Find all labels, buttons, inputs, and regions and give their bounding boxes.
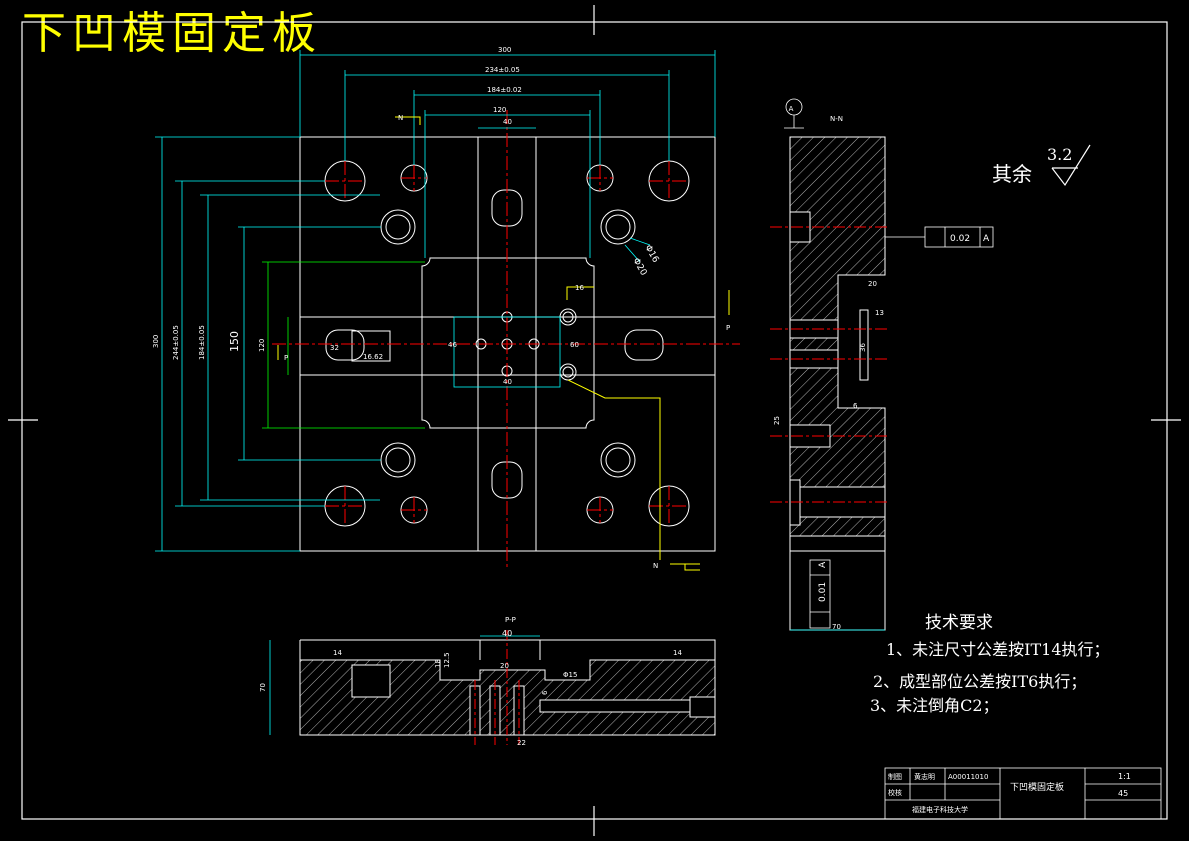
tech-heading: 技术要求 [925,613,993,633]
sheet-border [8,5,1181,836]
section-p-left: P [284,354,288,362]
section-pp-label: P-P [505,616,516,624]
dim-184: 184±0.02 [487,86,522,94]
roughness-symbol-icon [1051,144,1091,187]
dim-left-b: 184±0.05 [198,325,206,360]
parallel-value: 0.01 [818,582,828,602]
dim-bottom-18: 18 [434,659,442,668]
dim-bottom-40: 40 [502,629,512,638]
parallel-ref: A [818,561,828,568]
section-n-bottom: N [653,562,658,570]
plan-view: 300 234±0.05 184±0.02 120 40 300 244±0.0… [152,46,740,571]
tech-item-3: 3、未注倒角C2； [870,696,999,715]
dim-phi16: Φ16 [642,244,660,265]
dim-16: 16 [575,284,584,292]
dim-150: 150 [228,331,241,352]
tech-item-1: 1、未注尺寸公差按IT14执行； [886,640,1110,659]
tb-drawn-name: 黄志明 [914,772,935,781]
section-p-right: P [726,324,730,332]
dim-16-62: 16.62 [363,353,383,361]
dim-left-300: 300 [152,335,160,348]
dim-left-a: 244±0.05 [172,325,180,360]
dim-46: 46 [448,341,457,349]
dim-234: 234±0.05 [485,66,520,74]
section-n-top: N [398,114,403,122]
dim-side-25: 25 [773,416,781,425]
dim-side-6: 6 [853,402,858,410]
side-section-view: A N-N 0.02 A 0.01 A 70 20 13 36 6 25 [770,98,994,631]
dim-70: 70 [832,623,841,631]
tb-scale: 1:1 [1118,772,1131,781]
tb-check-label: 校核 [888,788,902,797]
tb-drawn-label: 制图 [888,772,902,781]
dim-side-13: 13 [875,309,884,317]
bottom-section-view: P-P 40 70 14 14 12.5 18 20 22 Φ15 6 [259,616,716,747]
dim-phi20: Φ20 [630,257,648,278]
flatness-ref: A [983,234,990,244]
dim-bottom-70: 70 [259,683,267,692]
roughness-value: 3.2 [1047,145,1072,164]
dim-bottom-12-5: 12.5 [443,652,451,668]
dim-side-36: 36 [859,343,867,352]
dim-300: 300 [498,46,511,54]
surface-roughness-note: 其余 3.2 [992,144,1091,187]
dim-120: 120 [493,106,506,114]
drawing-title: 下凹模固定板 [22,8,322,59]
tb-material: 45 [1118,789,1128,798]
flatness-value: 0.02 [950,234,970,244]
dim-bottom-14b: 14 [673,649,682,657]
dim-side-20: 20 [868,280,877,288]
dim-bottom-20: 20 [500,662,509,670]
tb-student-no: A00011010 [948,773,988,781]
dim-bottom-6: 6 [541,690,549,695]
tb-school: 福建电子科技大学 [912,805,968,814]
datum-a: A [789,105,794,113]
section-nn-label: N-N [830,115,843,123]
title-block [884,767,1162,820]
dim-120v: 120 [258,339,266,352]
dim-bottom-14a: 14 [333,649,342,657]
tech-item-2: 2、成型部位公差按IT6执行； [873,672,1087,691]
roughness-prefix: 其余 [992,162,1032,186]
dim-60: 60 [570,341,579,349]
tb-part-name: 下凹模固定板 [1010,781,1064,793]
dim-40b: 40 [503,378,512,386]
dim-bottom-phi15: Φ15 [563,671,577,679]
dim-bottom-22: 22 [517,739,526,747]
dim-32: 32 [330,344,339,352]
dim-40: 40 [503,118,512,126]
